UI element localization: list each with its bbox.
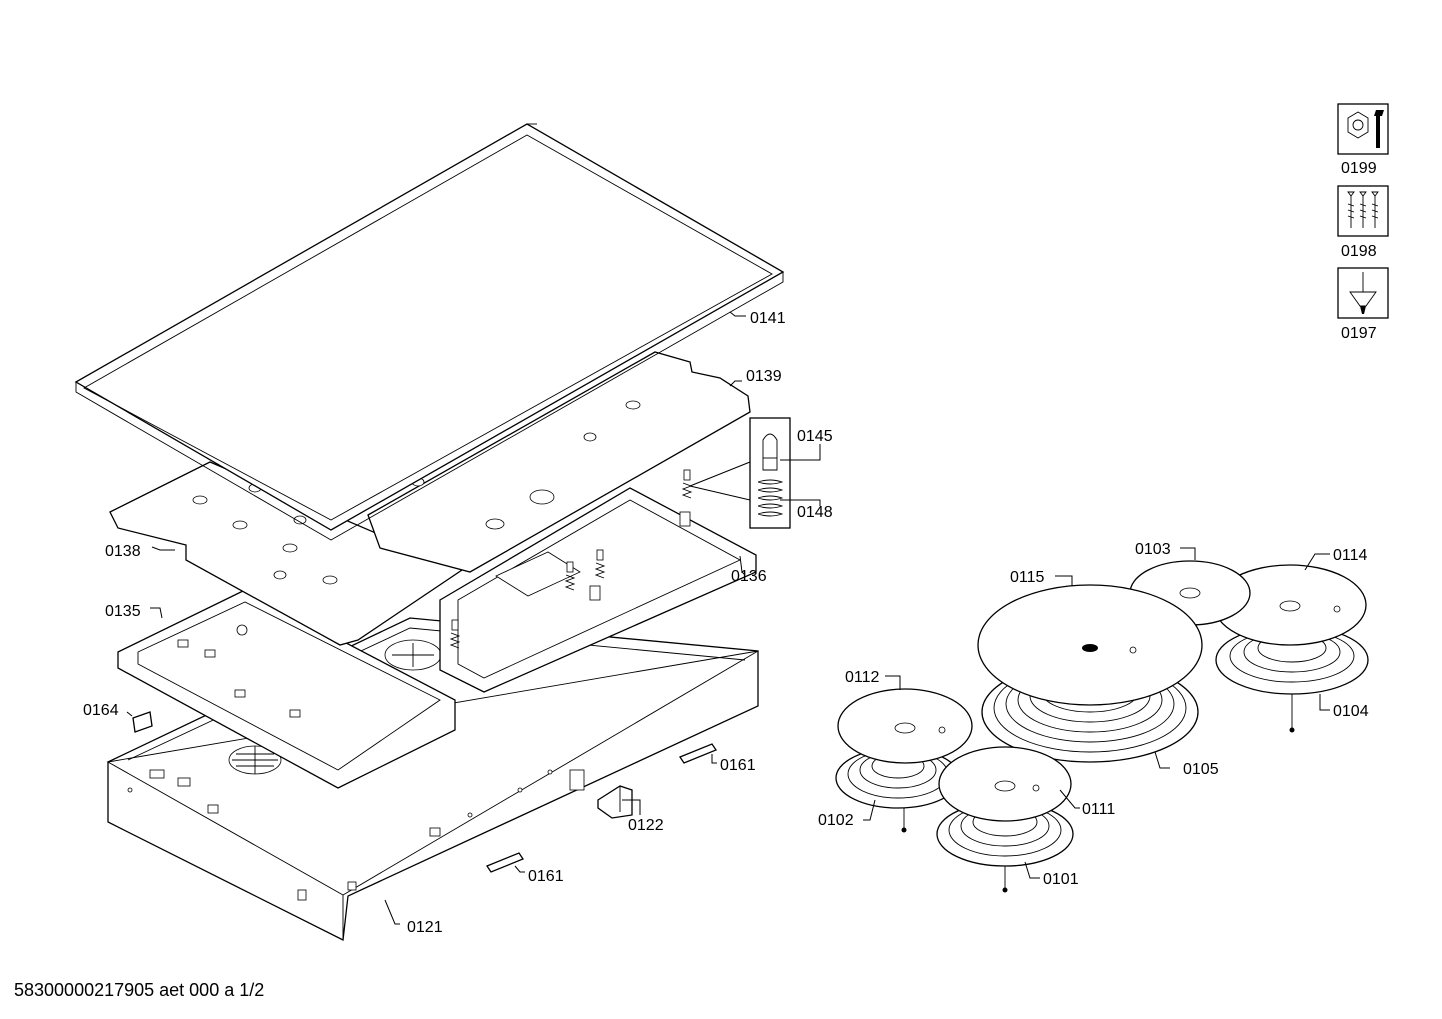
leader-lines [126, 311, 1330, 925]
legend: 0199 0198 0197 [1337, 103, 1389, 342]
screws-icon [1347, 191, 1379, 228]
label-0105: 0105 [1183, 761, 1219, 778]
label-0114: 0114 [1333, 547, 1368, 564]
label-0141: 0141 [750, 310, 786, 327]
label-0112: 0112 [845, 669, 880, 686]
label-0115: 0115 [1010, 569, 1045, 586]
induction-coil-0102 [835, 747, 961, 833]
legend-code-0198: 0198 [1341, 243, 1377, 260]
screwdriver-tip-icon [1349, 272, 1377, 314]
label-0102: 0102 [818, 812, 854, 829]
label-0136: 0136 [731, 568, 767, 585]
fan-grille-icon [228, 745, 282, 775]
pin-spring-callout-box [689, 417, 791, 529]
glass-ceramic-top-part [74, 123, 785, 541]
label-0161-lower: 0161 [528, 868, 564, 885]
label-0135: 0135 [105, 603, 141, 620]
bracket-part-0122 [597, 785, 633, 819]
label-0138: 0138 [105, 543, 141, 560]
label-0148: 0148 [797, 504, 833, 521]
clip-part-0161-upper [679, 743, 717, 764]
legend-item-0199: 0199 [1337, 103, 1389, 177]
legend-item-0198: 0198 [1337, 185, 1389, 260]
label-0101: 0101 [1043, 871, 1079, 888]
label-0121: 0121 [407, 919, 443, 936]
label-0111: 0111 [1082, 801, 1115, 818]
label-0122: 0122 [628, 817, 664, 834]
document-id-footer: 58300000217905 aet 000 a 1/2 [14, 980, 265, 1000]
sheet-part-0139 [367, 351, 751, 573]
clip-part-0161-lower [486, 852, 524, 873]
label-0145: 0145 [797, 428, 833, 445]
cover-disc-0111 [938, 746, 1072, 822]
label-0139: 0139 [746, 368, 782, 385]
legend-code-0197: 0197 [1341, 325, 1377, 342]
label-0103: 0103 [1135, 541, 1171, 558]
bracket-part-0164 [132, 711, 153, 733]
cover-disc-0112 [837, 688, 973, 764]
label-0161-upper: 0161 [720, 757, 756, 774]
part-labels: 0141 0139 0145 0148 0138 0136 0135 0164 … [83, 310, 1369, 936]
cover-disc-0115 [977, 584, 1203, 706]
legend-code-0199: 0199 [1341, 160, 1377, 177]
spring-pins-group [449, 469, 693, 649]
label-0164: 0164 [83, 702, 119, 719]
label-0104: 0104 [1333, 703, 1369, 720]
carrier-frame-right-part [439, 487, 757, 693]
carrier-frame-left-part [117, 589, 456, 789]
legend-item-0197: 0197 [1337, 267, 1389, 342]
hex-nut-wrench-icon [1347, 110, 1384, 148]
